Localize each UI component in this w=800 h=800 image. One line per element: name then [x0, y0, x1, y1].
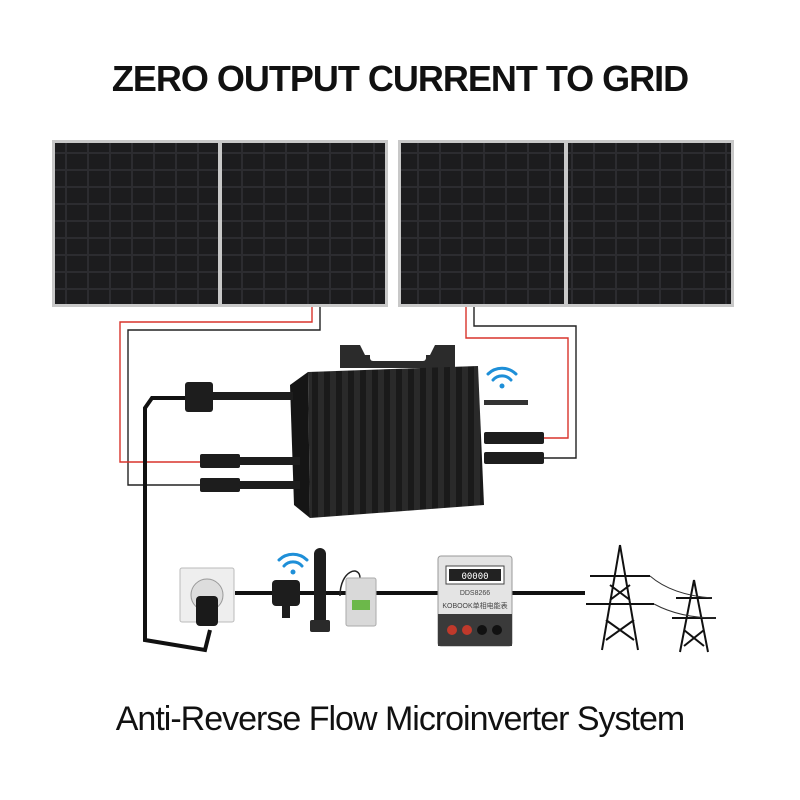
wifi-icon: [277, 552, 309, 575]
solar-panel-icon: [398, 140, 734, 307]
current-clamp-icon: [272, 580, 300, 618]
power-lines: [649, 575, 717, 619]
page-title: ZERO OUTPUT CURRENT TO GRID: [111, 58, 689, 99]
wall-socket-icon: [179, 567, 235, 626]
dc-connectors: [200, 432, 544, 492]
dtu-icon: [339, 570, 377, 627]
meter-nameplate: KOBOOK单相电能表: [442, 601, 507, 610]
energy-meter-icon: 00000 DDS8266 KOBOOK单相电能表: [437, 555, 513, 647]
transmission-tower-icon: [586, 544, 654, 651]
ac-cable: [143, 382, 293, 653]
microinverter-icon: [290, 345, 528, 518]
wifi-icon: [486, 366, 518, 389]
transmission-tower-icon: [672, 579, 716, 653]
page-caption: Anti-Reverse Flow Microinverter System: [115, 700, 685, 738]
antenna-icon: [310, 548, 330, 632]
meter-reading: 00000: [461, 572, 488, 582]
meter-model: DDS8266: [460, 590, 490, 597]
solar-panel-icon: [52, 140, 388, 307]
